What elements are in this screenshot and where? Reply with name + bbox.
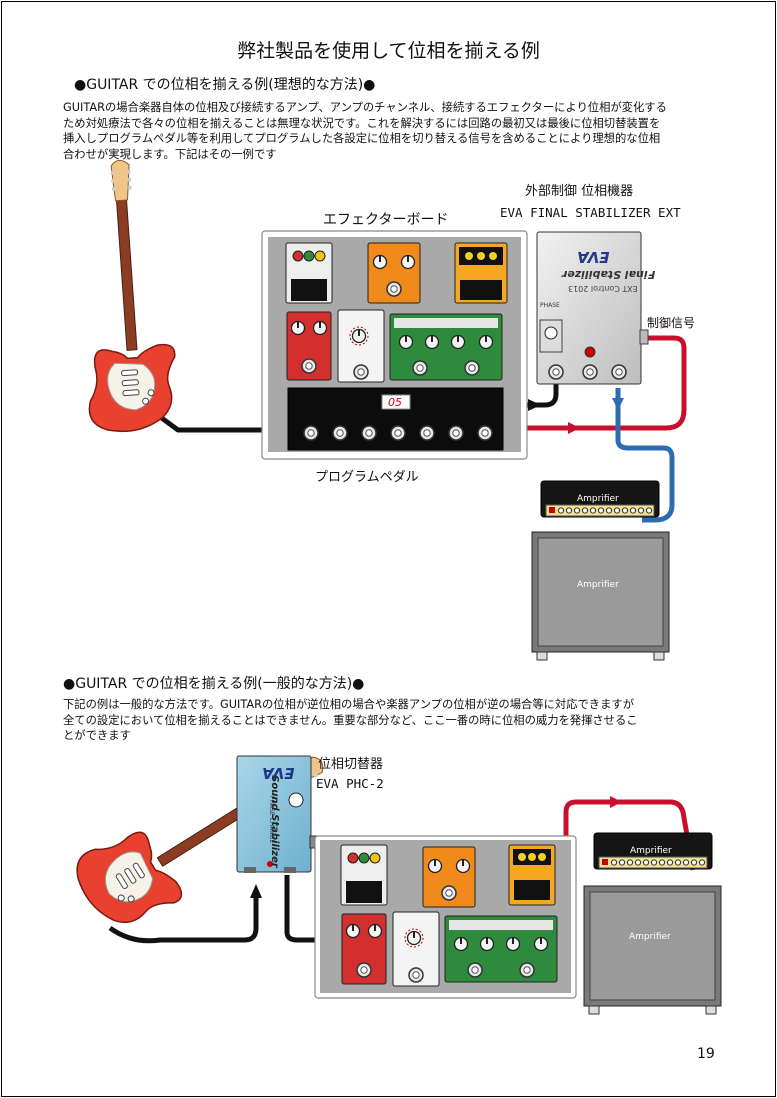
cab-label-1: Amprifier bbox=[577, 580, 619, 590]
program-pedal bbox=[287, 387, 504, 451]
label-control-signal: 制御信号 bbox=[647, 316, 696, 330]
section1-body-line: 挿入しプログラムペダル等を利用してプログラムした各設定に位相を切り替える信号を含… bbox=[63, 132, 661, 145]
section1-body-line: ため対処療法で各々の位相を揃えることは無理な状況です。これを解決するには回路の最… bbox=[63, 116, 661, 130]
section2-body-line: 下記の例は一般的な方法です。GUITARの位相が逆位相の場合や楽器アンプの位相が… bbox=[63, 698, 634, 711]
label-device-name-2: EVA PHC-2 bbox=[316, 776, 384, 791]
page-title: 弊社製品を使用して位相を揃える例 bbox=[237, 40, 540, 62]
pedal-gray-2 bbox=[340, 844, 388, 906]
cab-label-2: Amprifier bbox=[629, 932, 671, 942]
pedal-green-2 bbox=[444, 915, 558, 983]
section1-heading: ●GUITAR での位相を揃える例(理想的な方法)● bbox=[74, 77, 376, 93]
section2-body-line: とができます bbox=[63, 729, 131, 742]
label-external-control: 外部制御 位相機器 bbox=[525, 184, 634, 199]
pedal-white-1 bbox=[337, 309, 385, 383]
section1-body-line: GUITARの場合楽器自体の位相及び接続するアンプ、アンプのチャンネル、接続する… bbox=[63, 101, 667, 114]
pedal-orange-3 bbox=[422, 846, 476, 908]
pedal-gray-1 bbox=[285, 242, 333, 304]
section2-body-line: 全ての設定において位相を揃えることはできません。重要な部分など、ここ一番の時に位… bbox=[63, 713, 638, 727]
section2-body: 下記の例は一般的な方法です。GUITARの位相が逆位相の場合や楽器アンプの位相が… bbox=[63, 697, 638, 744]
pedal-orange-4 bbox=[508, 844, 556, 906]
guitar-to-switcher-cable bbox=[108, 890, 259, 944]
phase-switcher-device bbox=[236, 755, 317, 873]
section2-heading: ●GUITAR での位相を揃える例(一般的な方法)● bbox=[63, 676, 365, 692]
pedal-to-device-cable bbox=[497, 378, 559, 408]
pedal-orange-1 bbox=[367, 242, 421, 304]
speaker-cabinet-2 bbox=[583, 885, 722, 1015]
final-stabilizer-ext-device bbox=[536, 231, 649, 385]
section1-body: GUITARの場合楽器自体の位相及び接続するアンプ、アンプのチャンネル、接続する… bbox=[63, 100, 667, 162]
page-number: 19 bbox=[697, 1046, 715, 1062]
amp-label-1: Amprifier bbox=[577, 494, 619, 504]
label-program-pedal: プログラムペダル bbox=[315, 470, 419, 485]
pedal-orange-2 bbox=[454, 242, 508, 304]
output-cable bbox=[615, 388, 675, 523]
pedal-red-2 bbox=[341, 913, 387, 985]
label-device-name-1: EVA FINAL STABILIZER EXT bbox=[500, 205, 681, 220]
pedal-green-1 bbox=[389, 313, 503, 381]
control-signal-cable bbox=[500, 335, 687, 431]
section1-body-line: 合わせが実現します。下記はその一例です bbox=[63, 147, 277, 161]
device-submodel-2: PHASE CHANGE bbox=[268, 795, 276, 844]
amp-label-2: Amprifier bbox=[630, 846, 672, 856]
pedal-white-2 bbox=[392, 911, 440, 987]
program-pedal-display: 05 bbox=[388, 396, 402, 409]
label-phase-switcher: 位相切替器 bbox=[318, 757, 384, 772]
switcher-to-board-cable bbox=[284, 875, 330, 943]
label-effector-board: エフェクターボード bbox=[323, 212, 449, 228]
device-phase-label-1: PHASE bbox=[540, 302, 560, 309]
pedal-red-1 bbox=[286, 311, 332, 381]
